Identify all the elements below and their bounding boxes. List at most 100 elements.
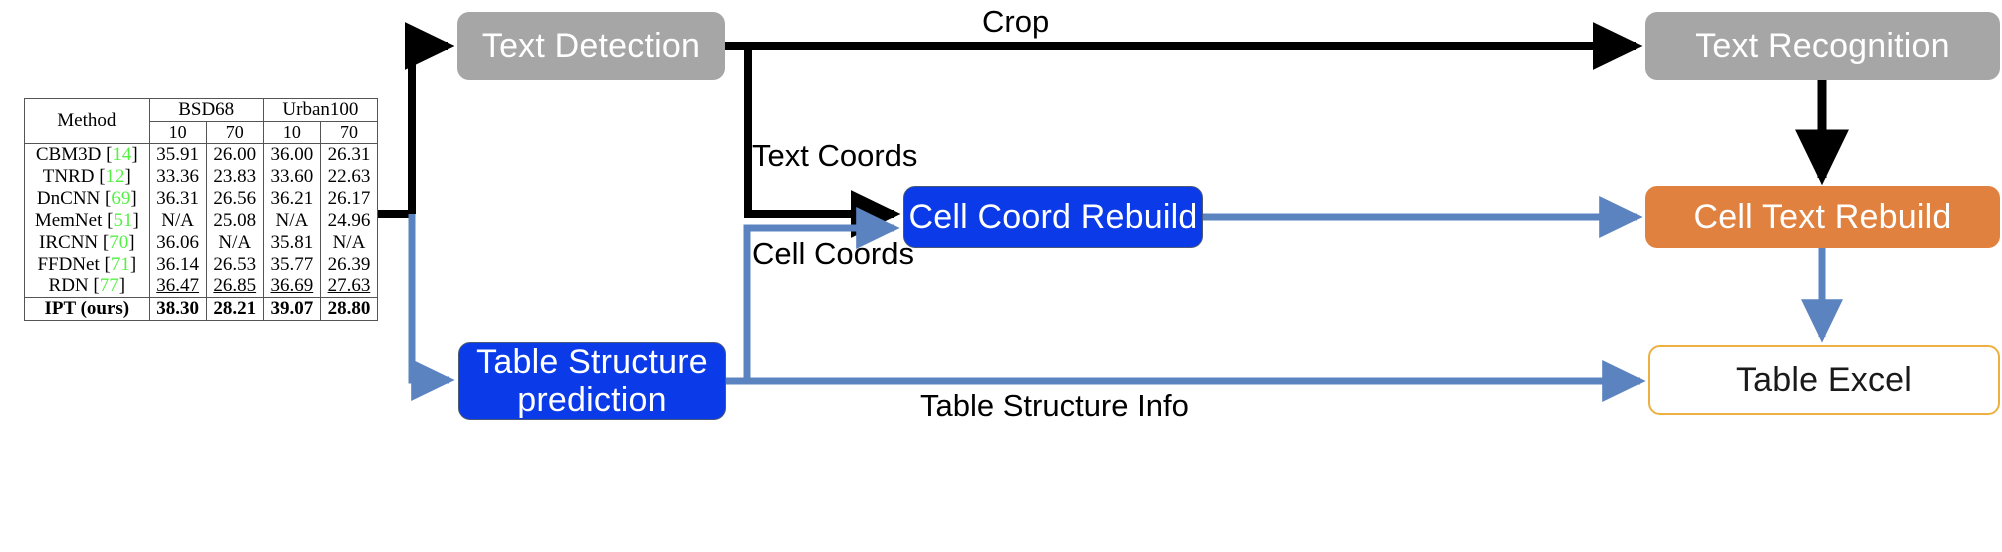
node-text-recognition[interactable]: Text Recognition	[1645, 12, 2000, 80]
value-text: 33.36	[156, 165, 200, 187]
method-name: MemNet	[34, 209, 103, 231]
table-row: IRCNN [70]36.06 N/A 35.81 N/A	[24, 231, 379, 254]
cell-value: 26.53	[206, 253, 264, 276]
edge-label-table-structure-info: Table Structure Info	[920, 388, 1189, 423]
cell-value: 35.91	[149, 142, 207, 166]
method-name: DnCNN	[36, 187, 101, 209]
cell-value: 36.47	[149, 275, 207, 298]
wire-to-text-detection	[404, 22, 455, 214]
value-text: N/A	[332, 231, 366, 253]
value-text: 36.69	[270, 275, 314, 297]
cell-value: N/A	[320, 231, 379, 254]
cell-value: 36.06	[149, 231, 207, 254]
cell-value: 33.60	[263, 165, 321, 188]
value-text: N/A	[275, 209, 309, 231]
value-text: 33.60	[270, 165, 314, 187]
cell-value: 38.30	[149, 297, 207, 322]
value-text: 35.91	[156, 143, 200, 165]
cell-method: IRCNN [70]	[24, 231, 150, 254]
cell-value: 28.80	[320, 297, 379, 322]
wire-text-coords	[744, 46, 901, 238]
cell-value: 22.63	[320, 165, 379, 188]
node-text-detection[interactable]: Text Detection	[457, 12, 725, 80]
method-reference: [71]	[99, 253, 137, 275]
cell-method: RDN [77]	[24, 275, 150, 298]
cell-value: 35.81	[263, 231, 321, 254]
value-text: 24.96	[327, 209, 371, 231]
cell-value: 36.69	[263, 275, 321, 298]
value-text: N/A	[218, 231, 252, 253]
value-text: 28.21	[213, 298, 257, 320]
method-reference: [12]	[94, 165, 131, 187]
cell-value: 36.31	[149, 187, 207, 210]
cell-value: 33.36	[149, 165, 207, 188]
header-urban100-70: 70	[320, 121, 379, 144]
value-text: 39.07	[270, 298, 314, 320]
cell-value: 24.96	[320, 209, 379, 232]
node-table-excel[interactable]: Table Excel	[1648, 345, 2000, 415]
table-header-row-groups: Method BSD68 Urban100	[24, 98, 379, 144]
header-group-bsd68: BSD68	[149, 98, 264, 122]
value-text: 35.77	[270, 253, 314, 275]
table-row: DnCNN [69] 36.31 26.56 36.21 26.17	[24, 187, 379, 210]
cell-method: DnCNN [69]	[24, 187, 150, 210]
results-table: Method BSD68 Urban100 10 70 10 70 CBM3D …	[24, 98, 379, 322]
method-reference: [70]	[98, 231, 135, 253]
value-text: 26.00	[213, 143, 257, 165]
header-bsd68-70: 70	[206, 121, 264, 144]
cell-value: N/A	[206, 231, 264, 254]
value-text: 36.47	[156, 275, 200, 297]
cell-value: N/A	[263, 209, 321, 232]
value-text: 23.83	[213, 165, 257, 187]
value-text: 26.17	[327, 187, 371, 209]
wire-to-table-structure	[408, 214, 455, 401]
method-name: RDN	[48, 275, 89, 297]
value-text: 22.63	[327, 165, 371, 187]
node-table-structure-prediction[interactable]: Table Structure prediction	[458, 342, 726, 420]
node-cell-text-rebuild[interactable]: Cell Text Rebuild	[1645, 186, 2000, 248]
value-text: N/A	[161, 209, 195, 231]
cell-value: 26.17	[320, 187, 379, 210]
cell-value: 26.39	[320, 253, 379, 276]
results-table-image: Method BSD68 Urban100 10 70 10 70 CBM3D …	[24, 98, 379, 322]
cell-value: N/A	[149, 209, 207, 232]
method-name: IPT (ours)	[44, 298, 130, 320]
table-header-row-subcols: 10 70 10 70	[25, 121, 379, 144]
cell-value: 25.08	[206, 209, 264, 232]
cell-method: CBM3D [14]	[24, 142, 150, 166]
cell-value: 35.77	[263, 253, 321, 276]
value-text: 35.81	[270, 231, 314, 253]
header-bsd68-10: 10	[149, 121, 207, 144]
value-text: 36.31	[156, 187, 200, 209]
cell-value: 26.56	[206, 187, 264, 210]
edge-label-text-coords: Text Coords	[752, 138, 918, 173]
table-row: CBM3D [14] 35.91 26.00 36.00 26.31	[24, 142, 379, 166]
node-cell-coord-rebuild[interactable]: Cell Coord Rebuild	[903, 186, 1203, 248]
results-table-head: Method BSD68 Urban100 10 70 10 70	[24, 98, 379, 144]
table-row: RDN [77] 36.47 26.85 36.69 27.63	[24, 275, 379, 298]
cell-value: 36.14	[149, 253, 207, 276]
cell-method: MemNet [51]	[24, 209, 150, 232]
cell-value: 26.85	[206, 275, 264, 298]
node-table-structure-line1: Table Structure	[476, 342, 708, 381]
method-reference: [51]	[102, 209, 139, 231]
cell-method: IPT (ours)	[24, 297, 150, 322]
cell-value: 27.63	[320, 275, 379, 298]
value-text: 25.08	[213, 209, 257, 231]
value-text: 26.56	[213, 187, 257, 209]
node-table-structure-label: Table Structure prediction	[476, 343, 708, 419]
value-text: 26.31	[327, 143, 371, 165]
method-name: TNRD	[42, 165, 95, 187]
cell-method: TNRD [12]	[24, 165, 150, 188]
table-row: IPT (ours) 38.30 28.21 39.07 28.80	[24, 297, 379, 322]
method-reference: [14]	[101, 143, 138, 165]
header-method: Method	[24, 98, 150, 144]
value-text: 36.00	[270, 143, 314, 165]
value-text: 27.63	[327, 275, 371, 297]
value-text: 36.21	[270, 187, 314, 209]
node-table-structure-line2: prediction	[517, 381, 667, 419]
cell-value: 23.83	[206, 165, 264, 188]
